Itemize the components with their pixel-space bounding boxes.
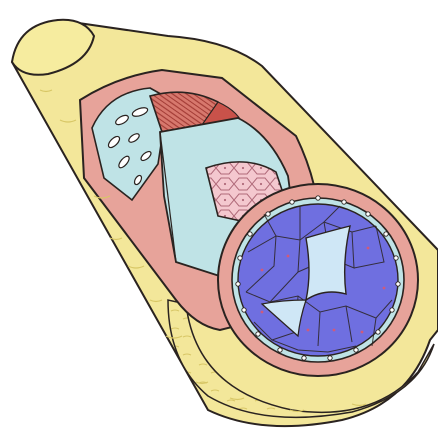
cutaway-window bbox=[80, 70, 418, 376]
lumen-icon bbox=[218, 184, 418, 376]
